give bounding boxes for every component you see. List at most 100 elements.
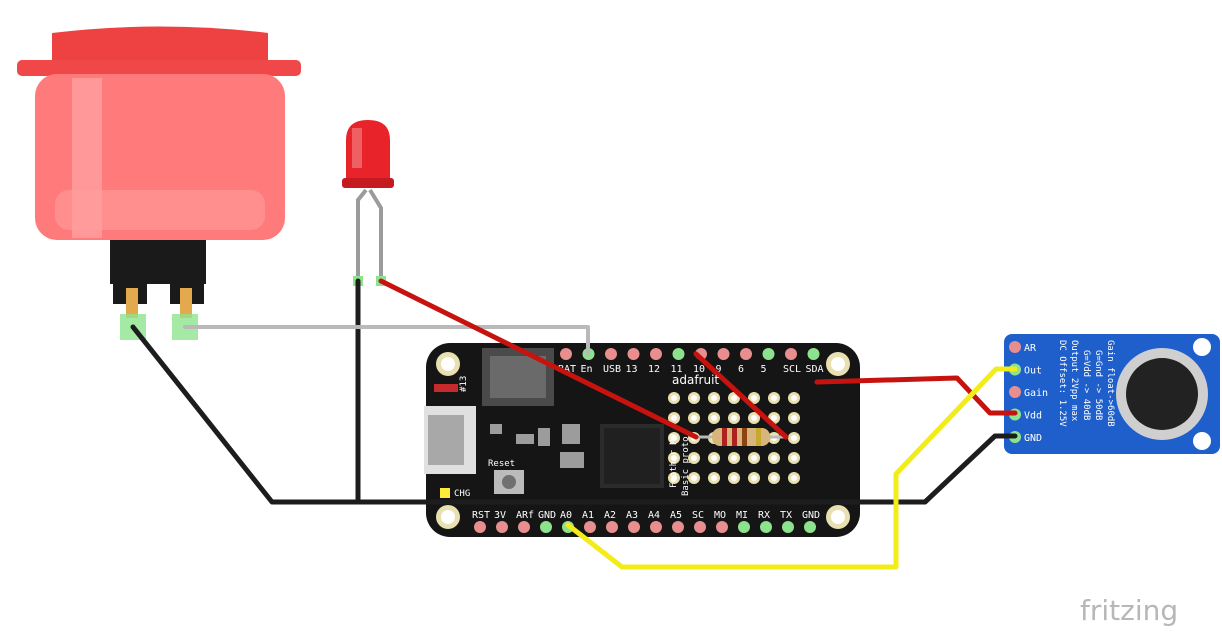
mic-pin-label: Vdd [1024,411,1042,422]
top-pin [560,348,572,360]
wires [130,278,1018,570]
feather-board [424,343,860,537]
top-pin-label: USB [603,364,621,375]
mic-note-1: G=Gnd -> 50dB [1093,350,1103,420]
top-pin-label: SDA [806,364,824,375]
bottom-pin [474,521,486,533]
bottom-pin-label: GND [802,510,820,521]
bottom-pin [650,521,662,533]
proto-hole-center [771,395,777,401]
top-pin-label: 6 [738,364,744,375]
bottom-pin-label: A0 [560,510,572,521]
top-pin [762,348,775,360]
proto-hole-center [771,455,777,461]
proto-hole-center [711,395,717,401]
top-pin [650,348,662,360]
proto-hole-center [671,475,677,481]
bottom-pin [694,521,706,533]
proto-hole-center [691,475,697,481]
bottom-pin-label: A4 [648,510,660,521]
mic-pin-label: Gain [1024,388,1048,399]
wire-mic-out [565,366,1018,570]
bottom-pin [672,521,684,533]
mic-note-4: DC Offset: 1.25V [1057,340,1067,427]
fritzing-watermark: fritzing [1080,594,1178,627]
proto-hole-center [751,415,757,421]
wire-ground-bus [130,324,928,505]
proto-hole-center [691,395,697,401]
proto-hole-center [751,455,757,461]
bottom-pin [804,521,816,533]
mic-note-0: Gain float->60dB [1105,340,1115,427]
proto-hole-center [731,455,737,461]
proto-hole-center [791,395,797,401]
proto-hole-center [711,455,717,461]
proto-hole-center [731,395,737,401]
proto-hole-center [791,435,797,441]
proto-hole-center [671,435,677,441]
top-pin-label: 9 [716,364,722,375]
top-pin [807,348,820,360]
chg-label: CHG [454,489,470,499]
proto-hole-center [671,395,677,401]
bottom-pin-label: MI [736,510,748,521]
bottom-pin [540,521,552,533]
bottom-pin [584,521,596,533]
mic-note-3: Output 2Vpp max [1069,340,1079,422]
bottom-pin-label: A2 [604,510,616,521]
proto-hole-center [711,415,717,421]
bottom-pin [518,521,530,533]
top-pin [740,348,752,360]
proto-hole-center [771,415,777,421]
top-pin [672,348,685,360]
top-pin-label: SCL [783,364,801,375]
wire-resistor-pin [693,351,789,440]
bottom-pin-label: RST [472,510,490,521]
bottom-pin [628,521,640,533]
mic-note-2: G=Vdd -> 40dB [1081,350,1091,420]
top-pin-label: 12 [648,364,660,375]
proto-hole-center [791,475,797,481]
bottom-pin-label: 3V [494,510,506,521]
bottom-pin-label: RX [758,510,770,521]
arcade-button [17,26,301,340]
bottom-pin [782,521,794,533]
mic-notes: Gain float->60dB G=Gnd -> 50dB G=Vdd -> … [1057,340,1115,427]
top-pin-label: En [581,364,593,375]
bottom-pin [760,521,772,533]
proto-text-2: Basic proto [681,436,691,496]
mic-board [1004,334,1220,454]
wire-mic-ground [922,433,1018,505]
top-pin [717,348,730,360]
proto-hole-center [771,475,777,481]
bottom-pin [496,521,508,533]
mic-pin-label: Out [1024,366,1042,377]
proto-hole-center [711,475,717,481]
proto-hole-center [671,455,677,461]
proto-hole-center [731,415,737,421]
bottom-pin [738,521,750,533]
mic-pin-label: GND [1024,433,1042,444]
bottom-pin-label: A1 [582,510,594,521]
proto-hole-center [791,415,797,421]
bottom-pin-label: GND [538,510,556,521]
mic-pin-label: AR [1024,343,1037,354]
mic-pin [1009,386,1021,398]
bottom-pin-label: SC [692,510,704,521]
pin13-label: #13 [459,376,469,392]
top-pin [605,348,617,360]
reset-label: Reset [488,459,515,469]
bottom-pin-label: A5 [670,510,682,521]
wire-led-anode [378,278,699,440]
bottom-pin-label: MO [714,510,726,521]
proto-hole-center [691,415,697,421]
proto-hole-center [691,455,697,461]
proto-hole-center [671,415,677,421]
proto-hole-center [731,475,737,481]
red-led [342,120,394,286]
proto-hole-center [791,455,797,461]
mic-pin [1009,341,1021,353]
bottom-pin-label: TX [780,510,792,521]
proto-text-1: Feather M0 [669,434,679,488]
